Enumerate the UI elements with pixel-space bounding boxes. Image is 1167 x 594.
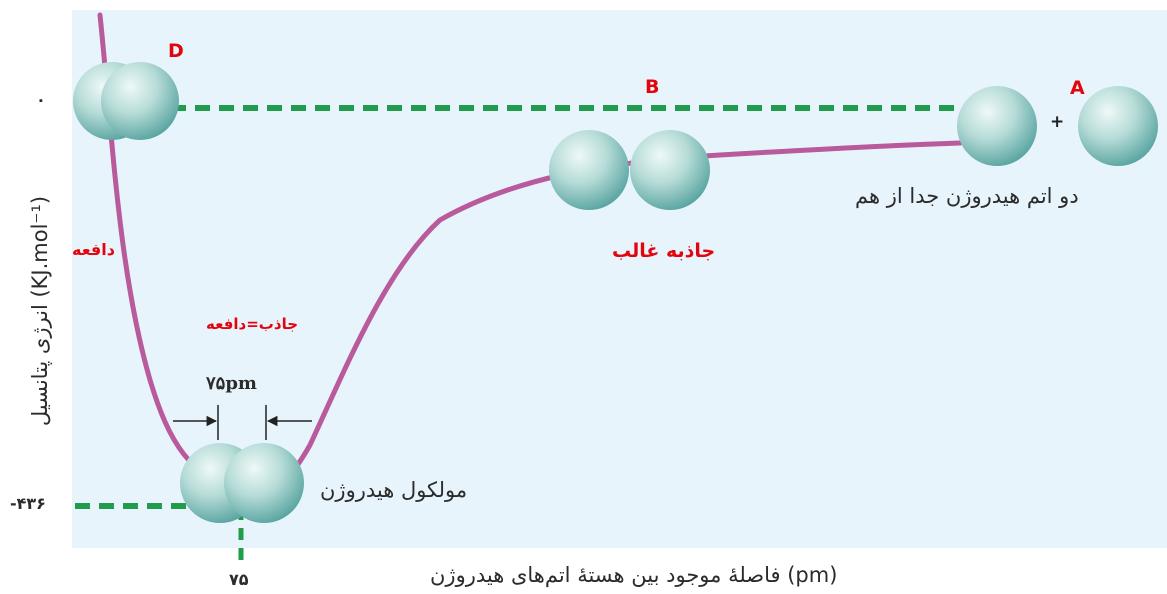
point-b-label: B	[645, 76, 660, 98]
y-tick-zero: ۰	[36, 90, 46, 109]
attraction-dominant-label: جاذبه غالب	[612, 240, 716, 262]
separated-atoms-label: دو اتم هیدروژن جدا از هم	[855, 184, 1079, 208]
y-axis-title: انرژی پتانسیل (KJ.mol⁻¹)	[28, 195, 52, 427]
potential-energy-curve	[97, 12, 963, 496]
molecule-at-d	[73, 62, 179, 140]
atom-b-right	[630, 130, 710, 210]
equilibrium-label: جاذب=دافعه	[206, 315, 299, 333]
molecule-label: مولکول هیدروژن	[320, 478, 468, 502]
y-tick-min: -۴۳۶	[10, 494, 46, 513]
point-d-label: D	[168, 40, 184, 62]
x-tick: ۷۵	[229, 570, 249, 589]
x-axis-title: فاصلهٔ موجود بین هستهٔ اتم‌های هیدروژن (…	[430, 563, 838, 587]
point-a-label: A	[1070, 77, 1085, 99]
bond-length-label: ۷۵pm	[206, 373, 257, 394]
repulsion-label: دافعه	[72, 240, 115, 259]
atom-a-right	[1078, 86, 1158, 166]
atom-d-right	[101, 62, 179, 140]
hydrogen-molecule	[180, 443, 304, 523]
atom-a-left	[957, 86, 1037, 166]
atom-b-left	[549, 130, 629, 210]
atom-min-right	[224, 443, 304, 523]
plus-sign: +	[1050, 112, 1065, 132]
